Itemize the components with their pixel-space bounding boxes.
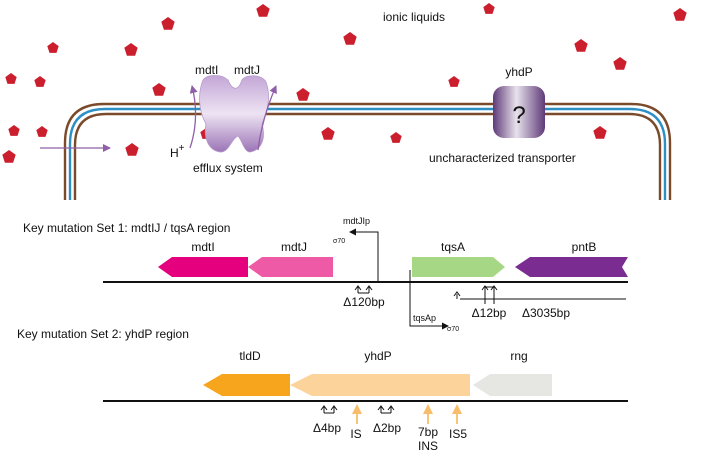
mdtJIp-sigma-label: σ70 — [333, 238, 345, 245]
ionic-liquid-pentagon-icon — [593, 126, 607, 139]
uncharacterized-transporter-label: uncharacterized transporter — [429, 151, 576, 165]
gene-pntB — [515, 257, 628, 277]
gene-mdtI-label: mdtI — [191, 240, 214, 254]
ionic-liquid-pentagon-icon — [483, 3, 495, 14]
yhdP-transporter: ? — [493, 86, 545, 138]
deletion-4bp-label: Δ4bp — [313, 421, 341, 435]
insertion-IS-marker — [352, 404, 362, 424]
deletion-2bp-label: Δ2bp — [373, 421, 401, 435]
ionic-liquid-pentagon-icon — [2, 150, 16, 163]
deletion-3035bp-marker — [453, 291, 626, 300]
deletion-2bp-marker — [377, 405, 395, 414]
deletion-3035bp-label: Δ3035bp — [522, 306, 570, 320]
set2-heading: Key mutation Set 2: yhdP region — [17, 327, 189, 341]
gene-tldD-label: tldD — [239, 349, 261, 363]
tqsAp-sigma-label: σ70 — [447, 326, 459, 333]
gene-tqsA — [412, 257, 505, 277]
gene-mdtJ — [248, 257, 333, 277]
gene-yhdP — [290, 374, 470, 396]
tqsAp-promoter-label: tqsAp — [413, 313, 436, 323]
question-mark-icon: ? — [512, 102, 525, 129]
deletion-120bp-marker — [354, 285, 373, 294]
membrane-middle-line — [68, 107, 667, 200]
efflux-system-label: efflux system — [193, 161, 263, 175]
ionic-liquid-pentagon-icon — [8, 125, 20, 136]
mdtJ-pump-label: mdtJ — [234, 63, 260, 77]
ionic-liquid-pentagon-icon — [36, 126, 48, 137]
mdtJIp-promoter-label: mdtJIp — [343, 216, 370, 226]
insertion-7bp-label: 7bp — [418, 425, 438, 439]
gene-rng — [473, 374, 552, 396]
ionic-liquid-pentagon-icon — [161, 17, 175, 30]
deletion-12bp-marker — [481, 285, 498, 304]
ionic-liquid-pentagon-icon — [321, 127, 335, 140]
efflux-out-arrow-right — [257, 85, 277, 151]
gene-tldD — [203, 374, 290, 396]
ionic-liquid-pentagon-icon — [256, 4, 270, 17]
ionic-liquid-pentagon-icon — [5, 73, 17, 84]
deletion-4bp-marker — [320, 405, 338, 414]
insertion-INS-label: INS — [418, 439, 438, 452]
ionic-liquid-pentagon-icon — [574, 39, 588, 52]
ionic-liquid-pentagon-icon — [152, 83, 166, 96]
insertion-7bp-marker — [423, 404, 433, 424]
deletion-120bp-label: Δ120bp — [343, 295, 385, 309]
efflux-pump — [189, 75, 277, 153]
ionic-liquid-pentagon-icon — [673, 8, 687, 21]
ionic-liquid-pentagon-icon — [47, 42, 59, 53]
gene-tqsA-label: tqsA — [441, 240, 465, 254]
ionic-liquid-pentagon-icon — [125, 143, 139, 156]
yhdP-transporter-label: yhdP — [505, 65, 532, 79]
insertion-IS5-marker — [452, 404, 462, 424]
ionic-liquid-pentagon-icon — [613, 57, 627, 70]
efflux-out-arrow-left — [189, 85, 198, 149]
insertion-IS-label: IS — [350, 427, 361, 441]
ionic-liquid-pentagon-icon — [34, 76, 46, 87]
gene-mdtJ-label: mdtJ — [281, 240, 307, 254]
cell-membrane — [63, 102, 672, 200]
gene-rng-label: rng — [510, 349, 527, 363]
yhdP-transporter-body — [493, 86, 545, 138]
deletion-12bp-label: Δ12bp — [472, 306, 507, 320]
mdtI-pump-label: mdtI — [195, 63, 218, 77]
proton-label: H+ — [170, 143, 185, 160]
ionic-liquid-pentagon-icon — [124, 43, 138, 56]
ionic-liquid-pentagon-icon — [390, 132, 402, 143]
mdtJIp-promoter-arrow — [349, 228, 379, 283]
efflux-pump-body — [199, 75, 269, 153]
ionic-liquids-label: ionic liquids — [383, 10, 445, 24]
membrane-outer-line — [63, 102, 672, 200]
ionic-liquid-pentagon-icon — [448, 76, 460, 87]
membrane-inner-line — [73, 112, 662, 200]
ionic-liquid-pentagon-icon — [343, 32, 357, 45]
set1-heading: Key mutation Set 1: mdtIJ / tqsA region — [23, 221, 230, 235]
gene-yhdP-label: yhdP — [364, 349, 391, 363]
ionic-liquid-particles — [2, 3, 687, 163]
gene-pntB-label: pntB — [572, 240, 597, 254]
gene-mdtI — [158, 257, 248, 277]
insertion-IS5-label: IS5 — [449, 427, 467, 441]
tqsAp-promoter-arrow — [409, 270, 449, 330]
ionic-liquid-pentagon-icon — [296, 88, 310, 101]
